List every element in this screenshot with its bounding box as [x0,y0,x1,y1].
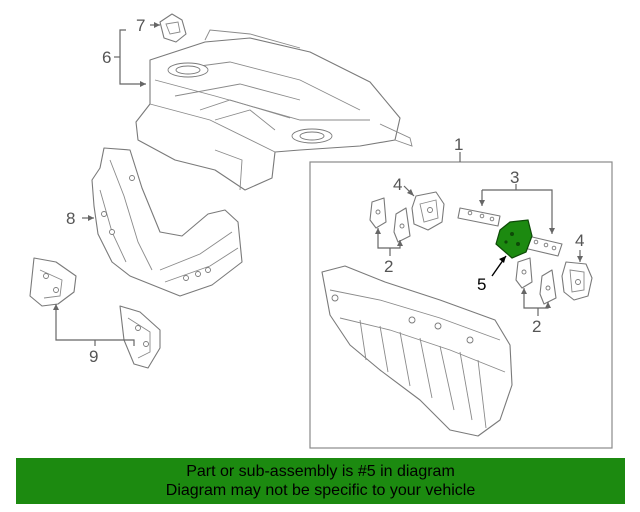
callout-4-right: 4 [575,231,584,250]
highlighted-part-5[interactable] [495,219,533,259]
banner-line-part: Part or sub-assembly is #5 in diagram [186,463,455,480]
bracket-2-right-a-part[interactable] [515,257,533,289]
clip-part[interactable] [159,13,187,43]
bracket-2-right-b-part[interactable] [539,269,557,305]
info-banner: Part or sub-assembly is #5 in diagram Di… [16,458,625,504]
bracket-2-left-a-part[interactable] [369,197,387,229]
rail-3-upper-part[interactable] [457,207,501,227]
banner-line-disclaimer: Diagram may not be specific to your vehi… [165,482,476,499]
bracket-upper-left-part[interactable] [29,257,77,307]
parts-diagram: 7 6 8 9 1 4 2 3 5 4 2 [29,13,613,449]
callout-2-left: 2 [384,257,393,276]
bracket-4-left-part[interactable] [411,191,445,231]
callout-8: 8 [66,209,75,228]
bracket-2-left-b-part[interactable] [393,207,411,243]
side-panel-part[interactable] [91,147,243,297]
bracket-lower-part[interactable] [119,305,161,369]
callout-3: 3 [510,168,519,187]
callout-7: 7 [136,16,145,35]
rear-panel-part[interactable] [321,265,513,437]
sub-assembly-box [309,161,613,449]
callout-6: 6 [102,48,111,67]
package-tray-part[interactable] [135,29,413,191]
callout-9: 9 [89,347,98,366]
callout-4-left: 4 [393,175,402,194]
callout-1: 1 [454,135,463,154]
callout-5: 5 [477,275,486,294]
bracket-4-right-part[interactable] [561,261,593,301]
callout-2-right: 2 [532,317,541,336]
leader-lines [53,22,583,346]
